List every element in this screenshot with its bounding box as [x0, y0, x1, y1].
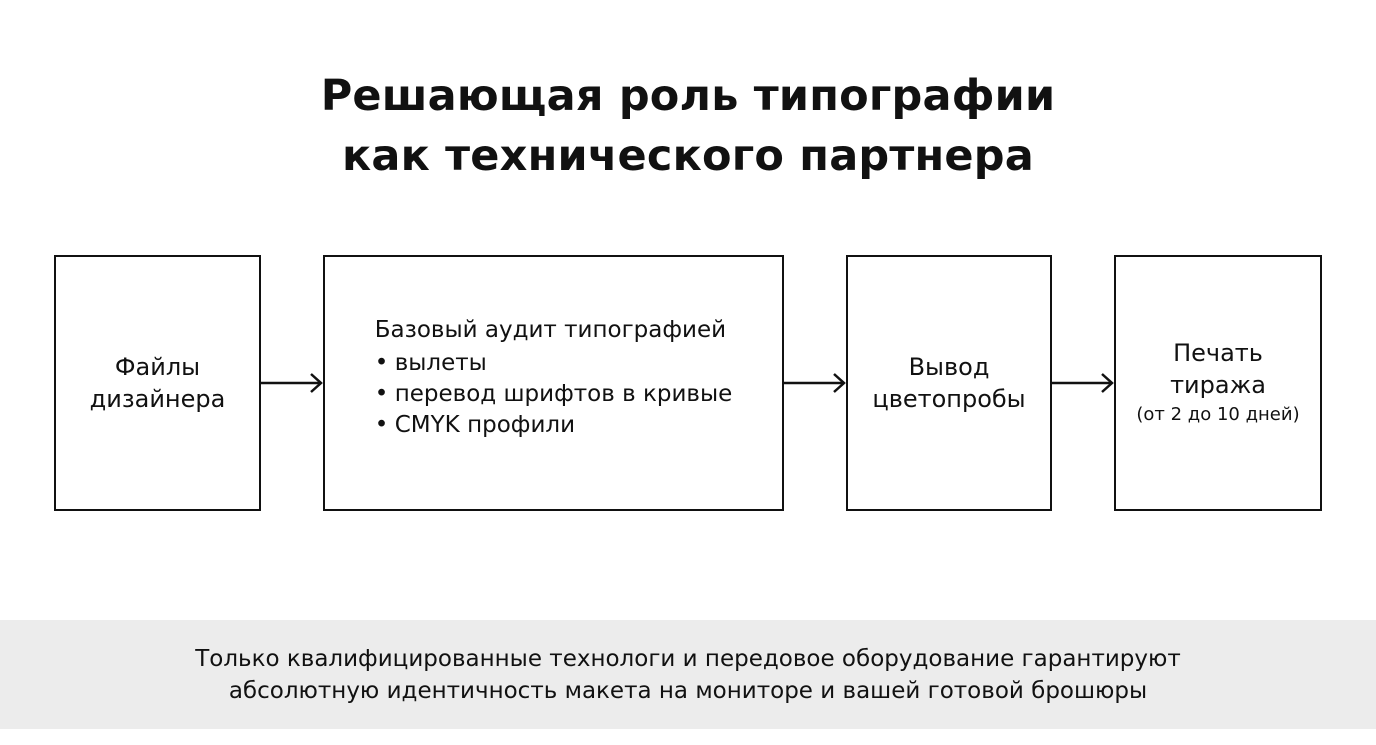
audit-heading: Базовый аудит типографией [374, 317, 727, 343]
print-run-line-2: тиража [1170, 371, 1266, 399]
step-box-print-run: Печать тиража (от 2 до 10 дней) [1114, 255, 1322, 511]
audit-bullet-text: перевод шрифтов в кривые [394, 381, 733, 407]
audit-bullet-text: CMYK профили [394, 412, 576, 438]
bullet-icon: • [374, 381, 389, 407]
flow-arrow-3 [1052, 373, 1114, 393]
step-box-color-proof: Вывод цветопробы [846, 255, 1052, 511]
step-box-designer-files: Файлы дизайнера [54, 255, 261, 511]
audit-bullet-item: •CMYK профили [375, 410, 733, 441]
footer-line-1: Только квалифицированные технологи и пер… [195, 645, 1181, 672]
audit-bullet-item: •вылеты [375, 348, 733, 379]
page-title: Решающая роль типографии как техническог… [0, 66, 1376, 186]
print-run-duration: (от 2 до 10 дней) [1136, 404, 1300, 425]
title-line-1: Решающая роль типографии [320, 71, 1056, 121]
color-proof-line-2: цветопробы [872, 385, 1026, 413]
bullet-icon: • [374, 412, 389, 438]
designer-files-line-1: Файлы [114, 353, 201, 381]
designer-files-line-2: дизайнера [89, 385, 226, 413]
audit-bullet-list: •вылеты •перевод шрифтов в кривые •CMYK … [375, 348, 733, 441]
footer-banner: Только квалифицированные технологи и пер… [0, 620, 1376, 729]
print-run-line-1: Печать [1173, 339, 1263, 367]
flow-arrow-1 [261, 373, 323, 393]
bullet-icon: • [374, 350, 389, 376]
audit-bullet-item: •перевод шрифтов в кривые [375, 379, 733, 410]
flow-arrow-2 [784, 373, 846, 393]
title-line-2: как технического партнера [342, 131, 1034, 181]
color-proof-line-1: Вывод [908, 353, 990, 381]
audit-bullet-text: вылеты [394, 350, 487, 376]
step-box-audit: Базовый аудит типографией •вылеты •перев… [323, 255, 784, 511]
footer-line-2: абсолютную идентичность макета на монито… [228, 677, 1148, 704]
